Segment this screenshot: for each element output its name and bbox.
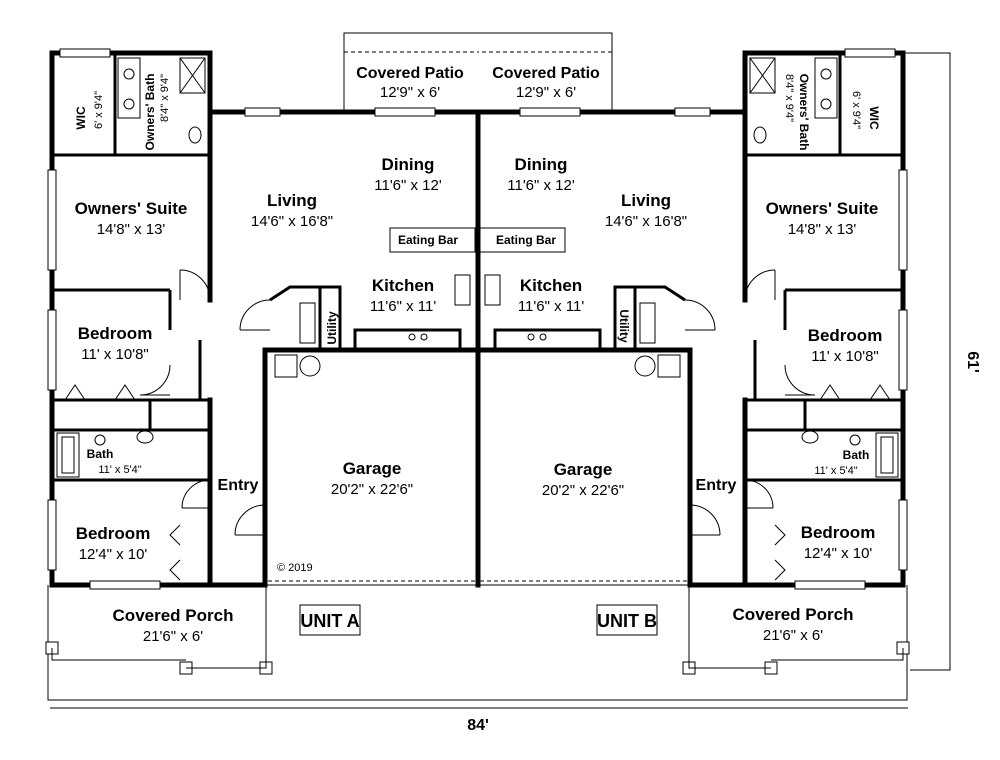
unit-a-kitchen-dim: 11'6" x 11' [370, 298, 437, 315]
unit-a-bedroom-1-name: Bedroom [78, 324, 153, 343]
unit-b-kitchen-dim: 11'6" x 11' [518, 298, 585, 315]
unit-b-living-dim: 14'6" x 16'8" [605, 213, 687, 230]
unit-a-bath-dim: 11' x 5'4" [98, 464, 141, 476]
unit-a-kitchen-name: Kitchen [372, 276, 434, 295]
unit-b-wic-dim: 6' x 9'4" [850, 91, 862, 129]
unit-b-entry-name: Entry [696, 477, 737, 494]
overall-width-label: 84' [467, 717, 489, 734]
unit-a-living-name: Living [267, 191, 317, 210]
unit-a-plan [45, 32, 481, 701]
unit-b-bedroom-1-dim: 11' x 10'8" [811, 348, 879, 365]
unit-b-covered-porch-dim: 21'6" x 6' [763, 627, 823, 644]
unit-a-dining-dim: 11'6" x 12' [374, 177, 442, 194]
unit-a-bath-name: Bath [87, 447, 114, 461]
dimension-lines [50, 52, 951, 709]
unit-a-covered-patio-dim: 12'9" x 6' [380, 84, 440, 101]
unit-b-garage-name: Garage [554, 460, 613, 479]
overall-depth-label: 61' [964, 351, 981, 373]
unit-a-bedroom-1-dim: 11' x 10'8" [81, 346, 149, 363]
unit-b-bedroom-2-dim: 12'4" x 10' [804, 545, 873, 562]
unit-b-bedroom-1-name: Bedroom [808, 326, 883, 345]
unit-b-dining-name: Dining [515, 155, 568, 174]
unit-b-bath-name: Bath [843, 448, 870, 462]
unit-b-wic-name: WIC [867, 106, 881, 130]
unit-a-garage-name: Garage [343, 459, 402, 478]
unit-b-kitchen-name: Kitchen [520, 276, 582, 295]
unit-b-dining-dim: 11'6" x 12' [507, 177, 575, 194]
unit-a-utility-name: Utility [325, 311, 339, 345]
unit-b-covered-patio-dim: 12'9" x 6' [516, 84, 576, 101]
unit-a-label: UNIT A [300, 611, 359, 631]
unit-a-living-dim: 14'6" x 16'8" [251, 213, 333, 230]
unit-a-wic-name: WIC [74, 106, 88, 130]
unit-a-covered-porch-name: Covered Porch [113, 606, 234, 625]
unit-a-bedroom-2-dim: 12'4" x 10' [79, 546, 148, 563]
unit-a-dining-name: Dining [382, 155, 435, 174]
unit-b-owners-suite-dim: 14'8" x 13' [788, 221, 857, 238]
unit-b-living-name: Living [621, 191, 671, 210]
unit-b-covered-patio-name: Covered Patio [492, 65, 600, 82]
unit-b-owners-bath-dim: 8'4" x 9'4" [783, 74, 795, 122]
unit-a-owners-suite-name: Owners' Suite [75, 199, 188, 218]
unit-b-plan [475, 32, 910, 701]
unit-a-covered-porch-dim: 21'6" x 6' [143, 628, 203, 645]
unit-b-bedroom-2-name: Bedroom [801, 523, 876, 542]
unit-b-bath-dim: 11' x 5'4" [814, 465, 857, 477]
unit-b-label: UNIT B [597, 611, 657, 631]
unit-a-eating-bar-name: Eating Bar [398, 233, 458, 247]
unit-a-owners-bath-name: Owners' Bath [143, 74, 157, 151]
copyright-notice: © 2019 [277, 562, 313, 574]
unit-a-owners-suite-dim: 14'8" x 13' [97, 221, 166, 238]
unit-a-owners-bath-dim: 8'4" x 9'4" [159, 74, 171, 122]
unit-b-owners-bath-name: Owners' Bath [797, 74, 811, 151]
unit-b-garage-dim: 20'2" x 22'6" [542, 482, 624, 499]
unit-a-covered-patio-name: Covered Patio [356, 65, 464, 82]
unit-b-eating-bar-name: Eating Bar [496, 233, 556, 247]
unit-b-covered-porch-name: Covered Porch [733, 605, 854, 624]
unit-b-owners-suite-name: Owners' Suite [766, 199, 879, 218]
unit-a-garage-dim: 20'2" x 22'6" [331, 481, 413, 498]
unit-a-bedroom-2-name: Bedroom [76, 524, 151, 543]
unit-b-utility-name: Utility [617, 309, 631, 343]
unit-a-wic-dim: 6' x 9'4" [93, 91, 105, 129]
unit-a-entry-name: Entry [218, 477, 259, 494]
